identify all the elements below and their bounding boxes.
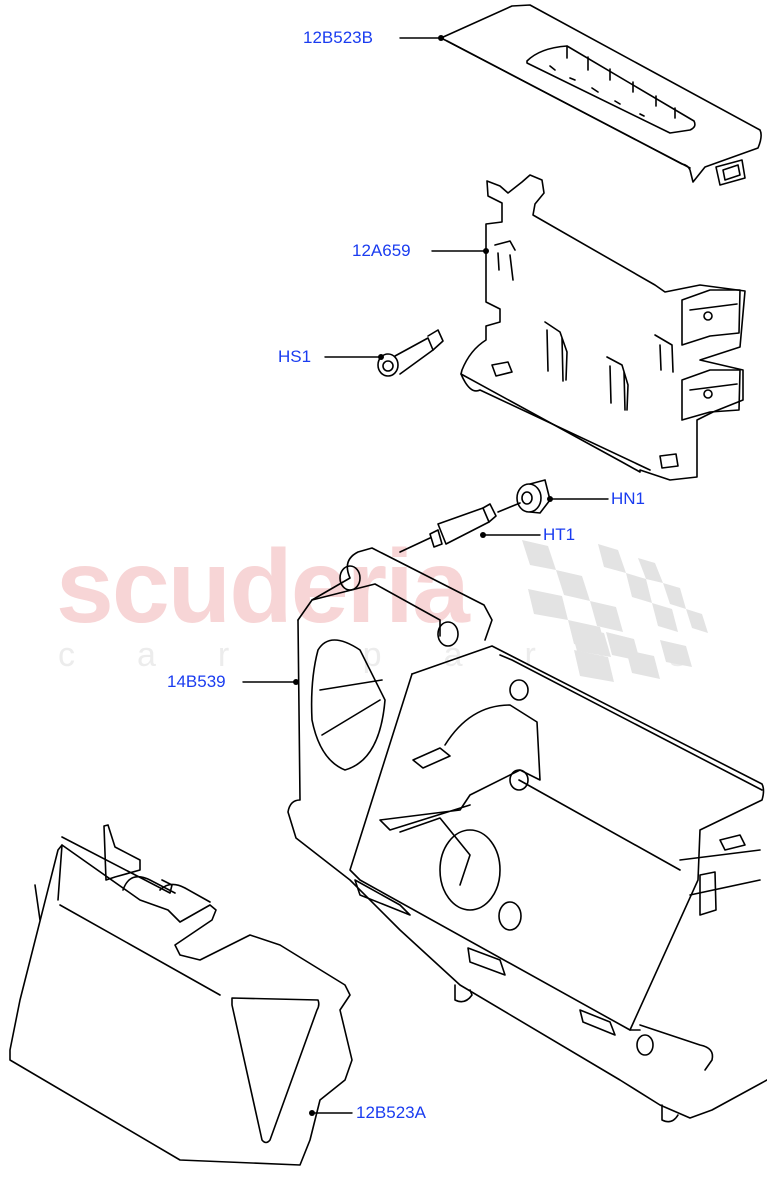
callout-HT1[interactable]: HT1 [543, 525, 576, 544]
part-12B523B-top-cover [440, 4, 762, 186]
callout-14B539[interactable]: 14B539 [167, 672, 226, 691]
part-14B539-housing [287, 547, 767, 1123]
part-12B523A-lower-cover [9, 824, 353, 1166]
part-HT1-stud [399, 502, 521, 553]
callout-HS1[interactable]: HS1 [278, 347, 312, 366]
callout-HN1[interactable]: HN1 [611, 489, 646, 508]
callout-12B523A[interactable]: 12B523A [356, 1103, 426, 1122]
part-HN1-nut [516, 479, 551, 514]
part-HS1-bolt [377, 329, 444, 377]
checkered-flag-watermark [522, 540, 708, 682]
callout-12A659[interactable]: 12A659 [352, 241, 411, 260]
leader-lines [242, 37, 609, 1114]
callout-12B523B[interactable]: 12B523B [303, 28, 373, 47]
part-12A659-bracket [460, 174, 746, 481]
leader-dots [293, 35, 553, 1116]
